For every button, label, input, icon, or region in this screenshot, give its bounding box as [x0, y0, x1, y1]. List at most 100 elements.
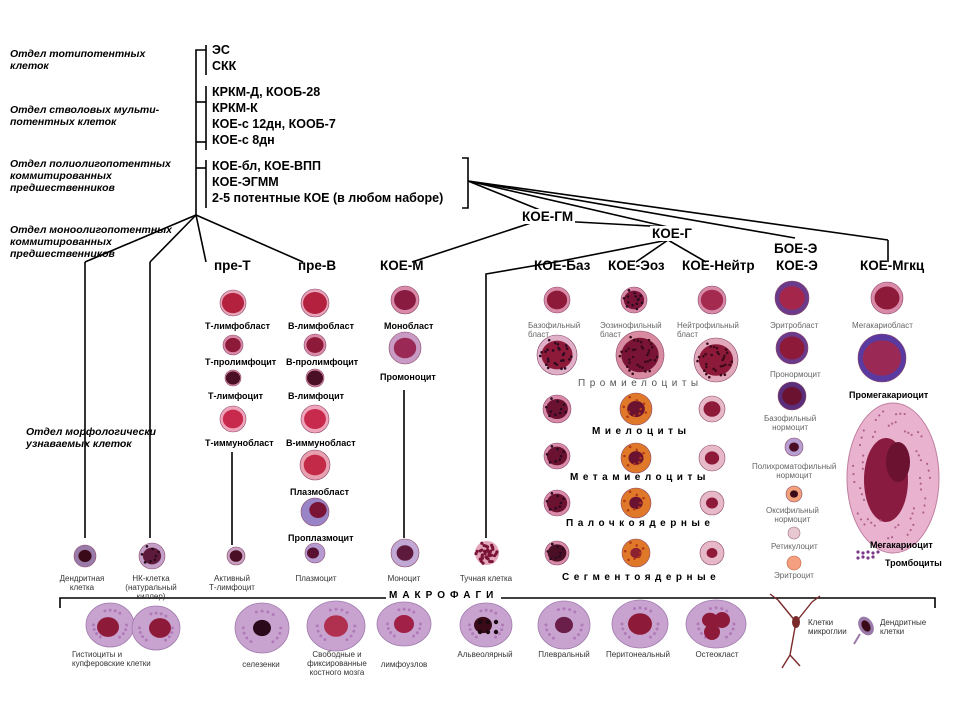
label-peritoneal: Перитонеальный: [606, 650, 670, 659]
label-pleural: Плевральный: [538, 650, 590, 659]
cell-monocyte: [390, 538, 420, 568]
cell-neutrophil-blast: [697, 285, 727, 315]
label-proplasmocyte: Проплазмоцит: [288, 533, 354, 543]
macrophage-pleural: [537, 600, 591, 650]
cell-polychromatophilic-normocyte: [784, 437, 804, 457]
cell-b-lymphoblast: [300, 288, 330, 318]
cell-erythroblast: [774, 280, 810, 316]
cell-active-t: [226, 546, 246, 566]
cell-eosinophil-blast: [620, 286, 648, 314]
cell-mast: [474, 541, 499, 565]
node-pre-t: пре-Т: [214, 258, 251, 273]
label-basophilic-normocyte: Базофильный нормоцит: [764, 414, 817, 432]
label-histiocytes: Гистиоциты и купферовские клетки: [72, 650, 151, 668]
label-t-immunoblast: Т-иммунобласт: [205, 438, 274, 448]
dendritic-cell-icon: [853, 616, 874, 645]
macrophage-lymph: [376, 601, 432, 647]
label-monoblast: Монобласт: [384, 321, 434, 331]
label-spleen: селезенки: [242, 660, 280, 669]
label-mast-cell: Тучная клетка: [459, 574, 513, 583]
cell-seg-neut: [699, 540, 725, 566]
cell-band-baz: [543, 489, 571, 517]
section-totipotent: Отдел тотипотентных клеток: [10, 48, 146, 72]
microglia-icon: [769, 593, 821, 669]
thrombocytes-icon: [856, 550, 880, 560]
label-t-lymphoblast: Т-лимфобласт: [205, 321, 271, 331]
cell-plasmoblast: [299, 449, 331, 481]
cell-band-neut: [699, 490, 725, 516]
label-neutrophil-blast: Нейтрофильный бласт: [677, 321, 739, 339]
label-microglia: Клетки микроглии: [808, 618, 847, 636]
cell-promyelocyte-baz: [536, 334, 578, 376]
row-label-metamyelocytes: Метамиелоциты: [570, 472, 710, 483]
label-b-lymphocyte: В-лимфоцит: [288, 391, 345, 401]
block-totipotent: ЭС СКК: [212, 43, 237, 73]
section-morph: Отдел морфологически узнаваемых клеток: [26, 426, 157, 450]
cell-megakaryocyte: [846, 402, 940, 554]
cell-dendritic: [73, 544, 97, 568]
label-active-t: Активный Т-лимфоцит: [209, 574, 255, 592]
cell-plasmocyte-precursor: [304, 542, 326, 564]
row-label-band: Палочкоядерные: [566, 518, 715, 529]
label-lymph: лимфоузлов: [380, 660, 428, 669]
macrophage-bone-marrow: [306, 600, 366, 652]
label-erythrocyte: Эритроцит: [774, 571, 814, 580]
cell-metamyelocyte-neut: [698, 444, 726, 472]
label-megakaryoblast: Мегакариобласт: [852, 321, 913, 330]
cell-myelocyte-neut: [698, 395, 726, 423]
label-promonocyte: Промоноцит: [380, 372, 436, 382]
label-t-prolymphocyte: Т-пролимфоцит: [205, 357, 277, 367]
macrophage-kupffer: [131, 605, 181, 651]
cell-metamyelocyte-baz: [543, 442, 571, 470]
cell-b-prolymphocyte: [303, 333, 327, 357]
node-koe-mgkc: КОЕ-Мгкц: [860, 258, 925, 273]
cell-promyelocyte-eoz: [615, 330, 665, 380]
label-erythroblast: Эритробласт: [770, 321, 819, 330]
label-monocyte: Моноцит: [387, 574, 421, 583]
label-plasmocyte: Плазмоцит: [295, 574, 337, 583]
label-osteoclast: Остеокласт: [695, 650, 739, 659]
cell-erythrocyte: [786, 555, 802, 571]
node-koe-m: КОЕ-М: [380, 258, 424, 273]
block-polyoligo: КОЕ-бл, КОЕ-ВПП КОЕ-ЭГММ 2-5 потентные К…: [212, 159, 444, 205]
cell-proplasmocyte: [300, 497, 330, 527]
cell-monoblast: [390, 285, 420, 315]
label-dendritic-cells: Дендритные клетки: [880, 618, 927, 636]
section-stem: Отдел стволовых мульти- потентных клеток: [10, 104, 160, 128]
label-b-prolymphocyte: В-пролимфоцит: [286, 357, 359, 367]
label-promegakaryocyte: Промегакариоцит: [849, 390, 929, 400]
macrophage-histiocyte-1: [85, 602, 135, 648]
block-stem: КРКМ-Д, КООБ-28 КРКМ-К КОЕ-с 12дн, КООБ-…: [212, 85, 336, 147]
label-oxyphilic-normocyte: Оксифильный нормоцит: [766, 506, 819, 524]
node-boe-e: БОЕ-Э: [774, 241, 818, 256]
cell-t-immunoblast: [219, 405, 247, 433]
cell-basophil-blast: [543, 286, 571, 314]
node-koe-neut: КОЕ-Нейтр: [682, 258, 755, 273]
cell-megakaryoblast: [870, 281, 904, 315]
macrophages-title: МАКРОФАГИ: [386, 590, 502, 601]
label-reticulocyte: Ретикулоцит: [771, 542, 818, 551]
label-thrombocytes: Тромбоциты: [885, 558, 942, 568]
section-monooligo: Отдел моноолигопотентных коммитированных…: [10, 224, 173, 260]
node-koe-baz: КОЕ-Баз: [534, 258, 591, 273]
node-koe-e: КОЕ-Э: [776, 258, 818, 273]
cell-seg-baz: [544, 540, 570, 566]
cell-t-lymphoblast: [219, 289, 247, 317]
cell-myelocyte-baz: [542, 394, 572, 424]
section-polyoligo: Отдел полиолигопотентных коммитированных…: [10, 158, 171, 194]
label-nk-cell: НК-клетка (натуральный киллер): [125, 574, 177, 601]
cell-oxyphilic-normocyte: [785, 485, 803, 503]
label-alveolar: Альвеолярный: [457, 650, 513, 659]
label-plasmoblast: Плазмобласт: [290, 487, 350, 497]
label-megakaryocyte: Мегакариоцит: [870, 540, 933, 550]
label-b-lymphoblast: В-лимфобласт: [288, 321, 355, 331]
cell-basophilic-normocyte: [777, 381, 807, 411]
label-free-fixed: Свободные и фиксированные костного мозга: [307, 650, 367, 677]
cell-t-prolymphocyte: [222, 334, 244, 356]
cell-b-immunoblast: [300, 404, 330, 434]
cell-promonocyte: [388, 331, 422, 365]
macrophage-peritoneal: [611, 599, 669, 649]
macrophage-alveolar: [459, 602, 513, 648]
